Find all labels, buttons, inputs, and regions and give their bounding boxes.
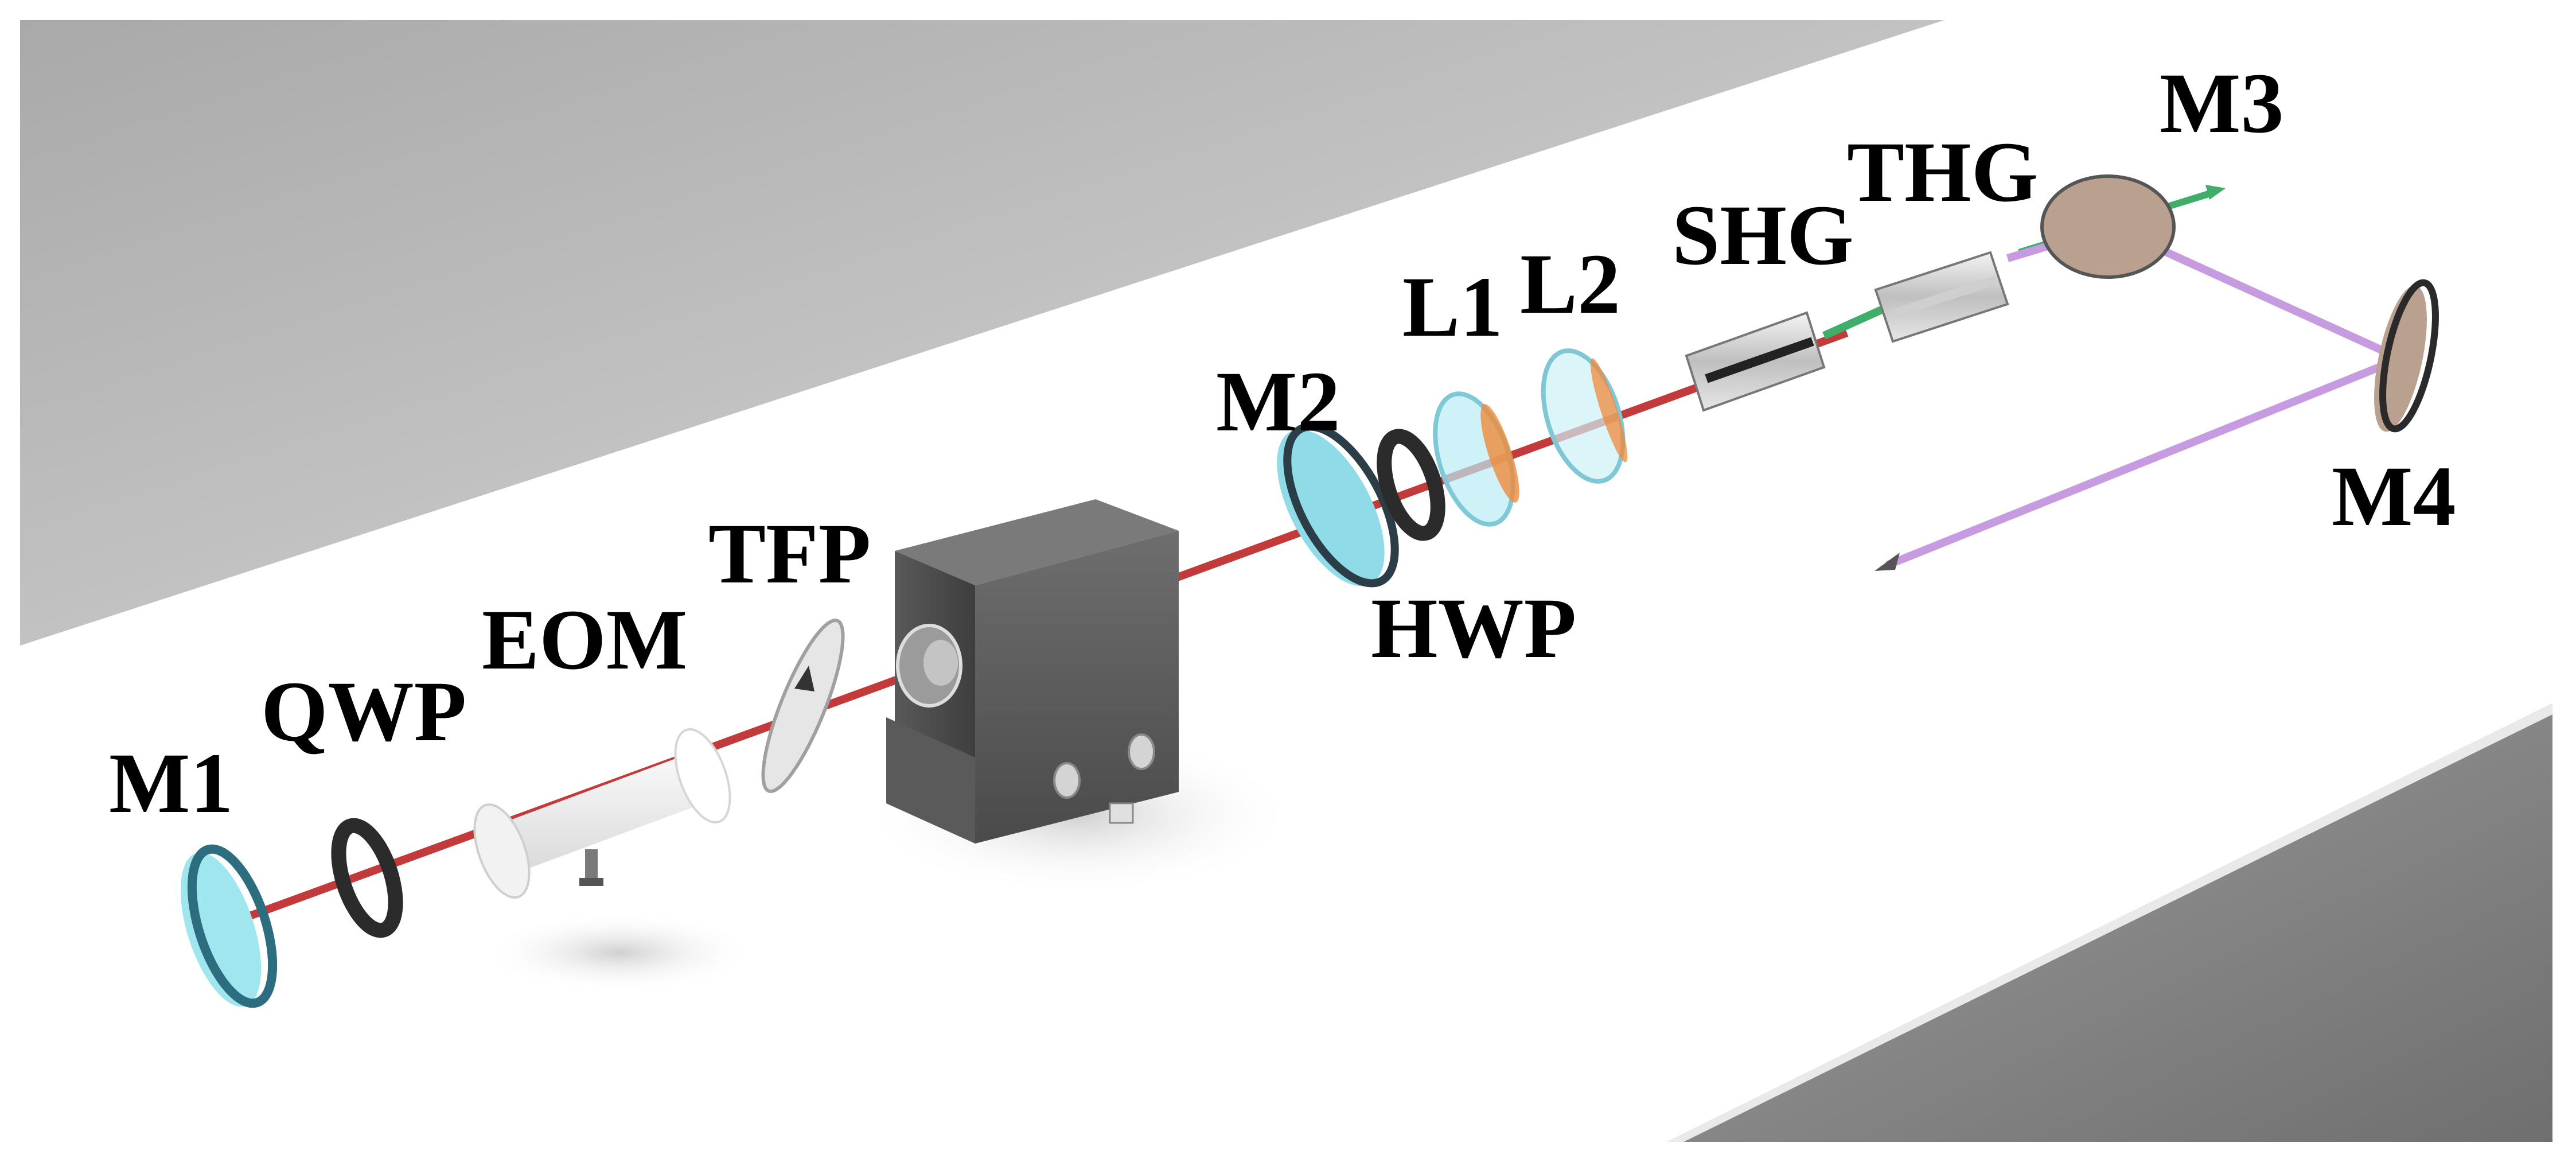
laser-head — [886, 499, 1179, 844]
beam-second-harmonic — [1822, 306, 1883, 340]
label-l1: L1 — [1402, 259, 1503, 355]
label-shg: SHG — [1672, 188, 1854, 283]
eom-device — [473, 728, 731, 899]
label-eom: EOM — [482, 592, 688, 687]
mirror-m2 — [1277, 422, 1399, 588]
label-hwp: HWP — [1371, 581, 1577, 676]
label-m2: M2 — [1216, 354, 1340, 449]
label-m3: M3 — [2160, 56, 2284, 151]
mirror-m3 — [2040, 174, 2176, 279]
label-m4: M4 — [2332, 449, 2456, 544]
eom-shadow — [482, 912, 757, 993]
mirror-m1 — [180, 844, 278, 1008]
thin-film-polarizer — [761, 618, 845, 794]
mirror-m4 — [2374, 279, 2439, 433]
beam-uv-arrowhead — [1874, 553, 1900, 571]
front-wall-edge — [1666, 703, 2552, 1142]
lens-l1 — [1433, 391, 1519, 527]
lens-l2 — [1541, 348, 1628, 484]
label-tfp: TFP — [708, 506, 871, 601]
waveplate-hwp — [1377, 429, 1445, 541]
label-thg: THG — [1847, 125, 2039, 220]
thg-crystal — [1874, 251, 2009, 343]
shg-crystal — [1685, 311, 1826, 412]
label-qwp: QWP — [261, 664, 467, 759]
beam-green-arrowhead — [2205, 185, 2226, 200]
label-m1: M1 — [109, 736, 233, 831]
back-wall — [20, 20, 1944, 646]
waveplate-qwp — [331, 818, 403, 938]
label-l2: L2 — [1520, 236, 1621, 332]
beam-third-harmonic-3 — [1885, 355, 2402, 569]
